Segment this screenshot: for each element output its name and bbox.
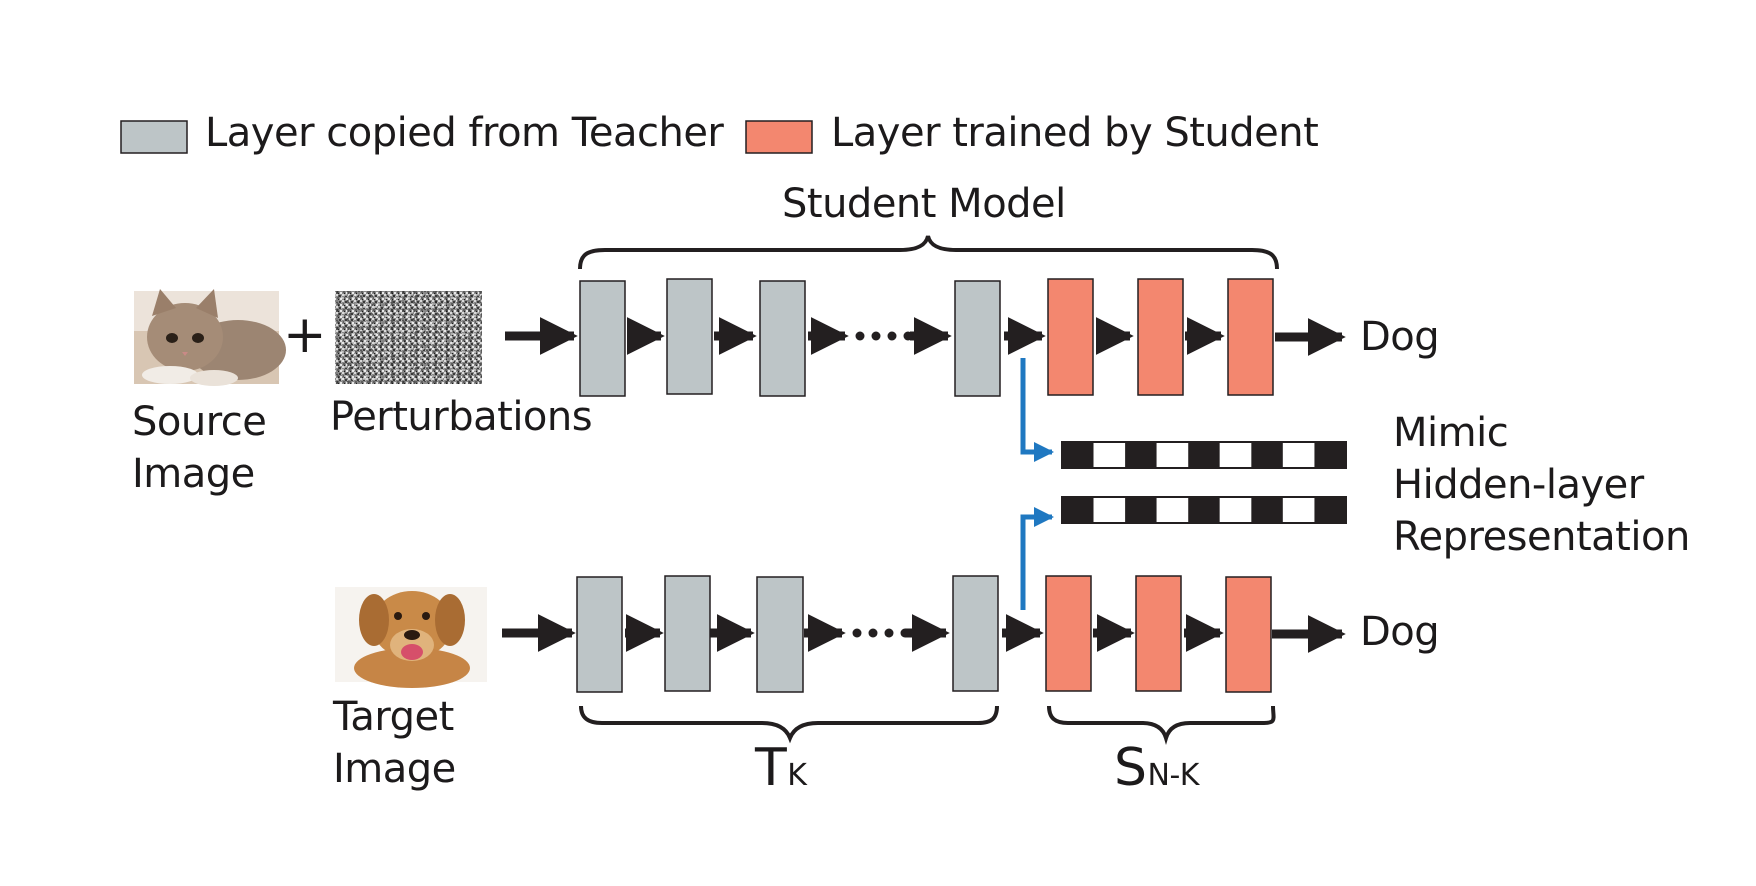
legend-teacher-label: Layer copied from Teacher [205,110,724,156]
mimic-arrows [1020,358,1054,610]
snk-label: SN-K [1114,738,1199,806]
mimic-label-line2: Hidden-layer [1393,462,1644,508]
top-student-layer-2 [1137,278,1184,396]
snk-brace [1047,705,1276,745]
representation-cell [1314,497,1346,523]
representation-cell [1156,497,1189,523]
source-image-cat-photo [134,289,286,386]
top-teacher-layer-k [954,280,1001,397]
source-image-label-line1: Source [132,399,267,445]
mimic-label-line1: Mimic [1393,410,1509,456]
mimic-label-line3: Representation [1393,514,1690,560]
target-image-label-line2: Image [333,746,456,792]
bottom-teacher-layer-1 [576,576,623,693]
representation-cell [1282,442,1315,468]
representation-cell [1188,497,1220,523]
bottom-row-arrows [502,614,1346,653]
student-representation-bar [1061,441,1347,469]
plus-sign: + [283,305,327,365]
snk-subscript: N-K [1147,758,1200,793]
tk-main: T [755,738,787,798]
top-student-layer-3 [1227,278,1274,396]
representation-cell [1251,442,1283,468]
representation-cell [1314,442,1346,468]
bottom-teacher-layer-k [952,575,999,692]
representation-cell [1251,497,1283,523]
target-image-dog-photo [335,587,487,688]
top-teacher-layer-2 [666,278,713,395]
representation-outline [1061,496,1347,524]
representation-outline [1061,441,1347,469]
representation-cell [1125,497,1157,523]
representation-cell [1219,442,1252,468]
tk-label: TK [755,738,807,806]
representation-cell [1093,497,1126,523]
legend-student-label: Layer trained by Student [831,110,1319,156]
representation-cell [1093,442,1126,468]
representation-cell [1282,497,1315,523]
bottom-row-ellipsis [852,628,910,638]
top-teacher-layer-3 [759,280,806,397]
bottom-teacher-layer-2 [664,575,711,692]
output-label-top: Dog [1360,314,1440,360]
representation-cell [1125,442,1157,468]
representation-cell [1188,442,1220,468]
representation-cell [1062,497,1094,523]
bottom-student-layer-1 [1045,575,1092,692]
target-representation-bar [1061,496,1347,524]
legend-student-swatch [745,120,813,154]
top-student-layer-1 [1047,278,1094,396]
bottom-teacher-layer-3 [756,576,804,693]
top-row-ellipsis [855,331,913,341]
bottom-row-layers [576,575,1272,693]
target-image-label-line1: Target [333,694,454,740]
representation-cell [1156,442,1189,468]
perturbations-noise-texture [335,291,482,384]
student-model-brace [578,235,1279,270]
top-row-arrows [505,317,1346,356]
legend-teacher-swatch [120,120,188,154]
representation-cell [1062,442,1094,468]
top-row-layers [579,278,1274,397]
source-image-label-line2: Image [132,451,255,497]
representation-cell [1219,497,1252,523]
snk-main: S [1114,738,1147,798]
top-teacher-layer-1 [579,280,626,397]
student-model-title: Student Model [782,181,1066,227]
tk-subscript: K [787,758,807,793]
perturbations-label: Perturbations [330,394,593,440]
bottom-student-layer-3 [1225,576,1272,693]
hidden-representation-bars [1061,441,1347,524]
output-label-bottom: Dog [1360,609,1440,655]
bottom-student-layer-2 [1135,575,1182,692]
tk-brace [579,705,999,744]
